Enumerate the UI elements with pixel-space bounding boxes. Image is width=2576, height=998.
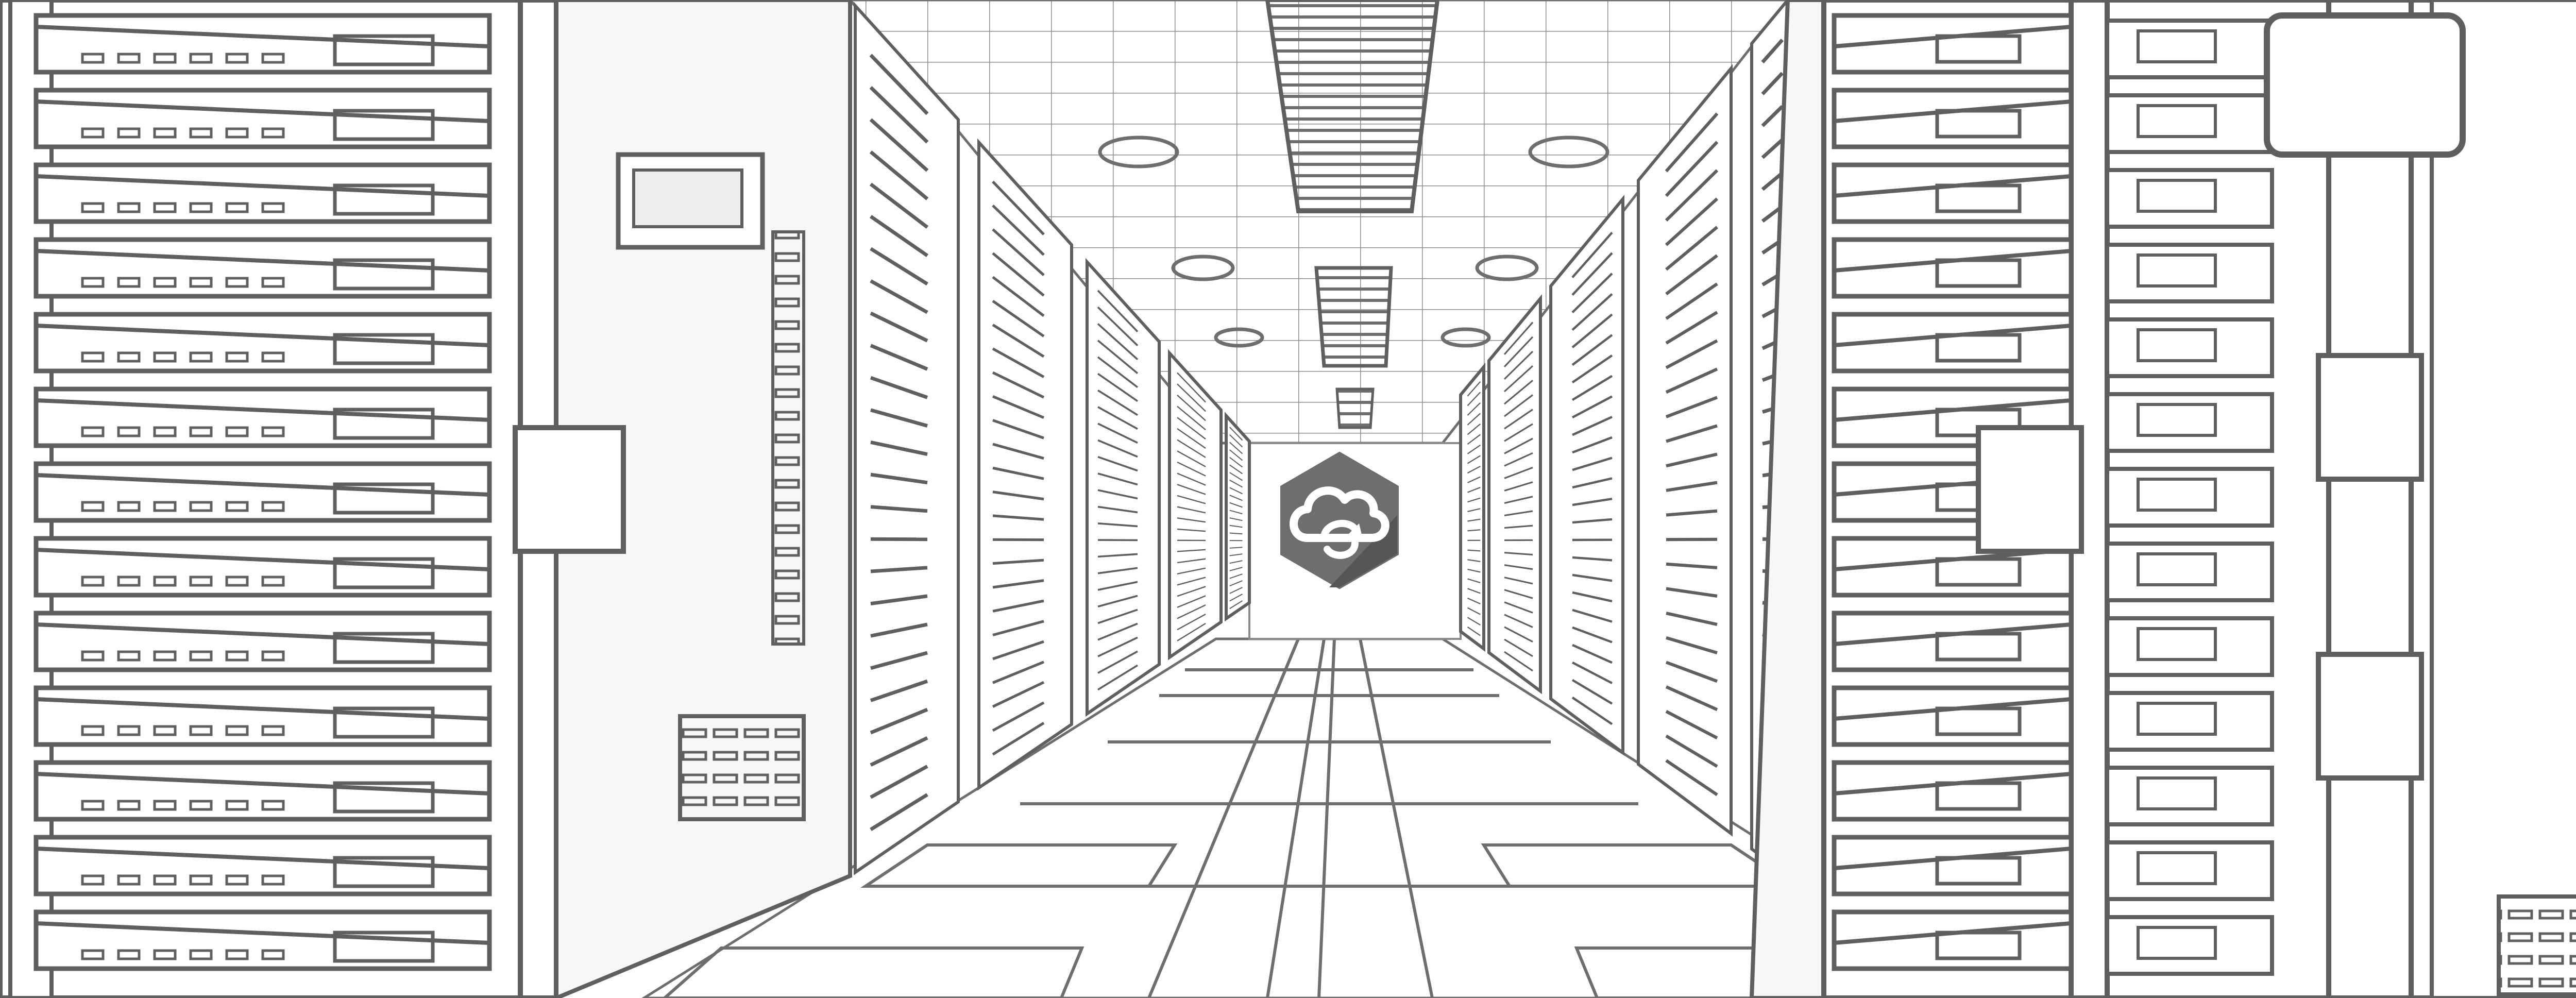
rack-face	[854, 2, 960, 875]
rack-face	[1637, 64, 1733, 837]
rack-face	[1086, 258, 1161, 717]
rack-face	[1225, 412, 1251, 622]
cloud-sync-icon	[1280, 451, 1399, 589]
rack-face	[1487, 294, 1542, 695]
ceiling-spotlights	[1098, 136, 1609, 348]
rack-face	[977, 138, 1073, 791]
right-racks	[1459, 0, 1789, 879]
left-foreground-rack	[0, 0, 852, 998]
ceiling	[848, 0, 1790, 445]
rack-face	[1459, 362, 1485, 652]
left-racks	[854, 2, 1251, 875]
right-foreground-rack	[1749, 0, 2576, 998]
ceiling-light	[1265, 0, 1440, 429]
rack-face	[1168, 349, 1223, 661]
rack-face	[1549, 194, 1624, 756]
